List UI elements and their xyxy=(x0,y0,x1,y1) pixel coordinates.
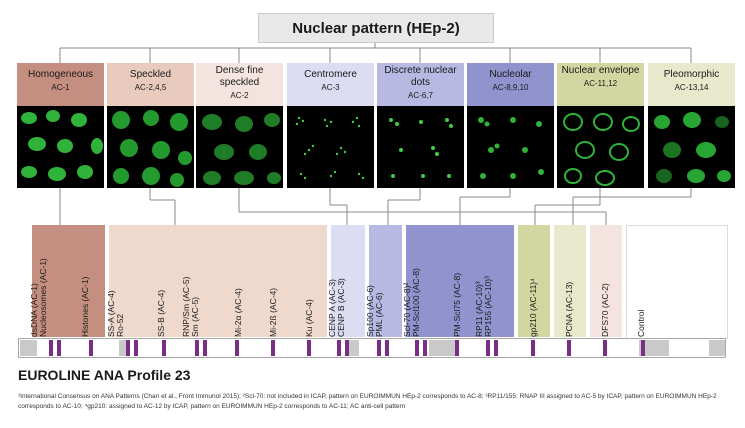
pattern-code: AC-3 xyxy=(321,83,340,92)
antigen-group-nucleolar xyxy=(406,225,514,337)
band-mi-2-beta xyxy=(271,340,275,356)
band-mi-2-alpha xyxy=(235,340,239,356)
pattern-name: Dense fine speckled xyxy=(215,65,264,88)
band-pm-scl75 xyxy=(455,340,459,356)
pattern-code: AC-2,4,5 xyxy=(134,83,167,92)
band-nucleosomes xyxy=(57,340,61,356)
antigen-label: Mi-2ß (AC-4) xyxy=(268,287,278,337)
antigen-label: Histones (AC-1) xyxy=(80,276,90,337)
pattern-name: Centromere xyxy=(304,69,357,80)
pattern-name: Pleomorphic xyxy=(663,69,720,80)
antigen-group-speckled xyxy=(109,225,327,337)
pattern-name: Homogeneous xyxy=(27,69,94,80)
strip-segment xyxy=(119,340,129,356)
antigen-group-pleomorphic xyxy=(554,225,586,337)
diagram-title: Nuclear pattern (HEp-2) xyxy=(258,13,494,43)
microscopy-dense-fine-speckled-image xyxy=(196,106,283,188)
band-pcna xyxy=(567,340,571,356)
antigen-label: CENP A (AC-3)CENP B (AC-3) xyxy=(327,278,346,337)
band-ss-b xyxy=(162,340,166,356)
antigen-label: SS-B (AC-4) xyxy=(156,289,166,337)
pattern-name: Speckled xyxy=(129,69,172,80)
product-title: EUROLINE ANA Profile 23 xyxy=(18,367,191,383)
pattern-speckled: Speckled AC-2,4,5 xyxy=(107,63,194,106)
antigen-group-discrete-dots xyxy=(369,225,402,337)
band-ro-52 xyxy=(134,340,138,356)
microscopy-pleomorphic-image xyxy=(648,106,735,188)
band-gp210 xyxy=(531,340,535,356)
microscopy-nuclear-envelope-image xyxy=(557,106,644,188)
microscopy-homogeneous-image xyxy=(17,106,104,188)
antigen-label: SS-A (AC-4)Ro-52 xyxy=(106,290,125,337)
strip-segment xyxy=(429,340,459,356)
pattern-code: AC-6,7 xyxy=(408,91,433,100)
microscopy-discrete-nuclear-dots-image xyxy=(377,106,464,188)
band-control xyxy=(641,340,645,356)
pattern-name: Discrete nuclear dots xyxy=(384,65,457,88)
antigen-group-nuclear-envelope xyxy=(518,225,550,337)
microscopy-speckled-image xyxy=(107,106,194,188)
pattern-code: AC-11,12 xyxy=(583,79,618,88)
pattern-discrete-nuclear-dots: Discrete nuclear dots AC-6,7 xyxy=(377,63,464,106)
band-cenp-b xyxy=(345,340,349,356)
band-pm-scl100 xyxy=(423,340,427,356)
band-sm xyxy=(203,340,207,356)
band-dfs70 xyxy=(603,340,607,356)
antigen-label: PCNA (AC-13) xyxy=(564,281,574,337)
antigen-group-dfs70 xyxy=(590,225,622,337)
pattern-name: Nuclear envelope xyxy=(561,65,640,76)
pattern-name: Nucleolar xyxy=(489,69,532,80)
band-sp100 xyxy=(377,340,381,356)
pattern-homogeneous: Homogeneous AC-1 xyxy=(17,63,104,106)
antigen-label: Mi-2α (AC-4) xyxy=(233,288,243,337)
pattern-nucleolar: Nucleolar AC-8,9,10 xyxy=(467,63,554,106)
antigen-group-control xyxy=(626,225,728,339)
microscopy-nucleolar-image xyxy=(467,106,554,188)
footnote: ¹International Consensus on ANA Patterns… xyxy=(18,393,717,410)
antigen-group-centromere xyxy=(331,225,365,337)
antigen-group-homogeneous xyxy=(32,225,105,337)
pattern-pleomorphic: Pleomorphic AC-13,14 xyxy=(648,63,735,106)
pattern-code: AC-13,14 xyxy=(674,83,709,92)
microscopy-centromere-image xyxy=(287,106,374,188)
antigen-label: gp210 (AC-11)⁴ xyxy=(528,278,538,337)
strip-segment xyxy=(349,340,359,356)
antigen-label: DFS70 (AC-2) xyxy=(600,283,610,337)
pattern-code: AC-8,9,10 xyxy=(492,83,529,92)
antigen-label: Sp100 (AC-6)PML (AC-6) xyxy=(365,285,384,337)
antigen-label: Ku (AC-4) xyxy=(304,299,314,337)
pattern-dense-fine-speckled: Dense fine speckled AC-2 xyxy=(196,63,283,106)
strip-segment xyxy=(639,340,669,356)
band-ss-a xyxy=(126,340,130,356)
test-strip xyxy=(18,338,726,358)
band-ku xyxy=(307,340,311,356)
strip-segment xyxy=(709,340,725,356)
band-cenp-a xyxy=(337,340,341,356)
band-rp11 xyxy=(486,340,490,356)
strip-segment xyxy=(20,340,37,356)
antigen-label: dsDNA (AC-1)Nucleosomes (AC-1) xyxy=(29,258,48,337)
antigen-label: Control xyxy=(636,309,646,337)
pattern-code: AC-1 xyxy=(51,83,70,92)
band-histones xyxy=(89,340,93,356)
pattern-centromere: Centromere AC-3 xyxy=(287,63,374,106)
band-rnp-sm xyxy=(195,340,199,356)
band-scl-70 xyxy=(415,340,419,356)
band-dsdna xyxy=(49,340,53,356)
band-rp155 xyxy=(494,340,498,356)
antigen-label: RNP/Sm (AC-5)Sm (AC-5) xyxy=(181,276,200,337)
antigen-label: PM-Scl75 (AC-8) xyxy=(452,272,462,337)
band-pml xyxy=(385,340,389,356)
pattern-code: AC-2 xyxy=(230,91,249,100)
pattern-nuclear-envelope: Nuclear envelope AC-11,12 xyxy=(557,63,644,106)
